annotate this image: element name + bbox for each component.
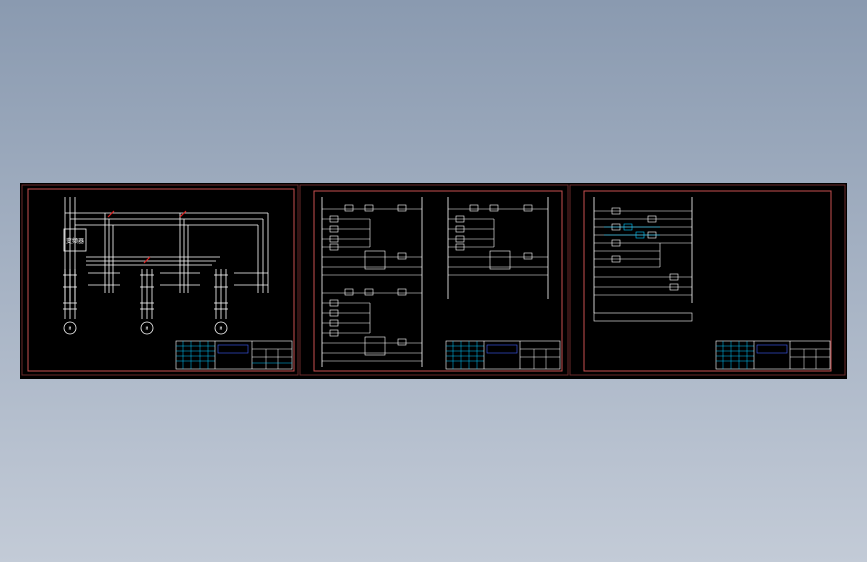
svg-text:M: M [146, 326, 149, 331]
sheet-3-title-block [715, 340, 831, 370]
ladder-contacts-left [329, 204, 407, 356]
motors: M M M [63, 321, 228, 335]
sheet-3-frame [583, 190, 832, 372]
sheet-2-frame [313, 190, 563, 372]
sheet-1-outer-border [21, 184, 299, 376]
ladder-b-rails [593, 197, 693, 313]
sheet-2-title-block [445, 340, 561, 370]
svg-text:M: M [220, 326, 223, 331]
model-space-background [20, 183, 847, 379]
contact-junction-markers [107, 210, 187, 264]
svg-text:M: M [69, 326, 72, 331]
ladder-rungs-right [448, 204, 548, 276]
sheet-3-outer-border [569, 184, 846, 376]
motor-branch-2 [140, 269, 154, 319]
motor-1-icon [63, 321, 77, 335]
motor-branches [63, 269, 268, 319]
motor-3-icon [214, 321, 228, 335]
inverter-label: 变频器 [66, 237, 84, 245]
ladder-left-rail [321, 197, 549, 367]
sheet-main-circuit[interactable]: 变频器 [21, 184, 299, 376]
motor-2-icon [140, 321, 154, 335]
ladder-b-highlighted-contacts [604, 223, 660, 239]
sheet-2-outer-border [299, 184, 569, 376]
drawing-sheet-strip: 变频器 [20, 183, 847, 379]
sheet-control-ladder-a[interactable] [299, 184, 569, 376]
sheet-1-title-block [175, 340, 293, 370]
motor-branch-3 [214, 269, 228, 319]
inverter-output-lines [86, 213, 220, 293]
sheet-control-ladder-b[interactable] [569, 184, 846, 376]
inverter: 变频器 [63, 228, 87, 252]
sheet-1-frame [27, 188, 295, 372]
motor-branch-1 [63, 269, 77, 319]
